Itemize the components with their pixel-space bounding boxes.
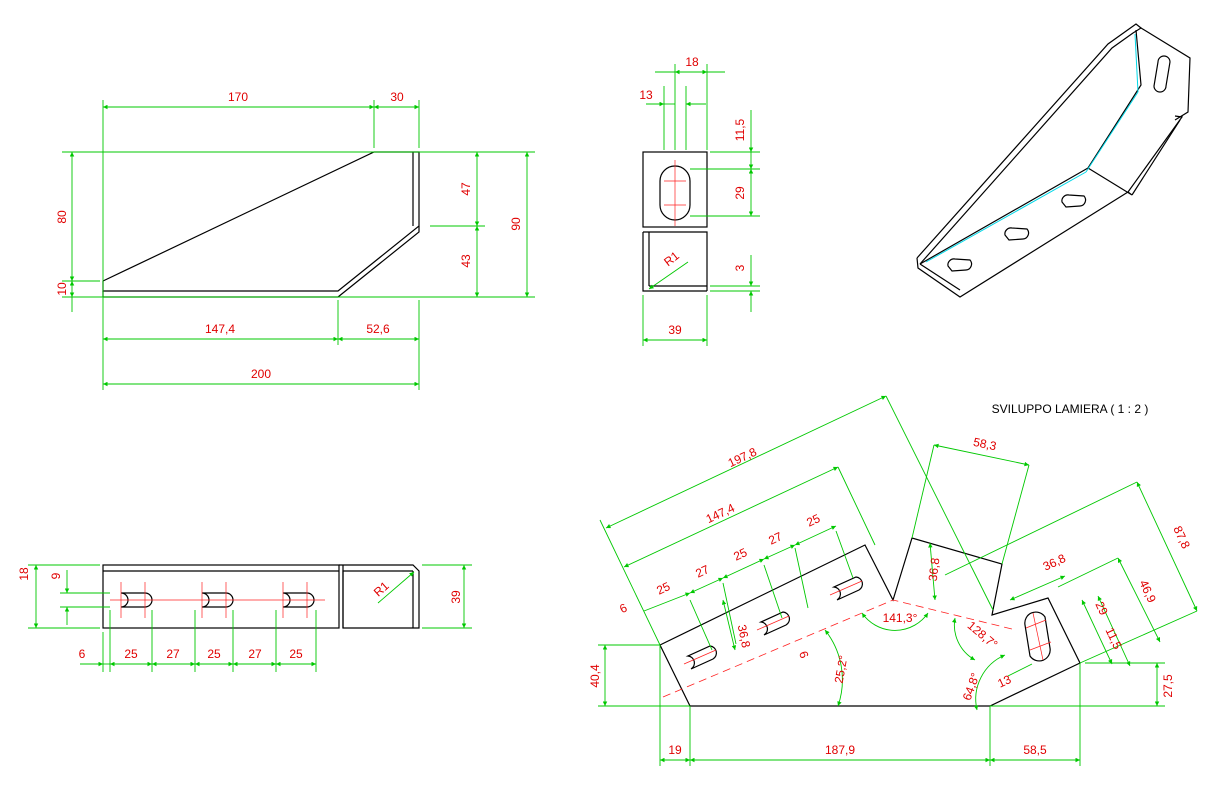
dim-25: 25	[124, 647, 138, 661]
dim-27: 27	[766, 529, 784, 547]
radius-r1: R1	[371, 578, 392, 599]
side-view-centerlines	[664, 160, 686, 226]
dim-40-4: 40,4	[588, 664, 602, 688]
dim-197-8: 197,8	[726, 445, 759, 471]
isometric-view	[916, 23, 1191, 298]
dim-19: 19	[668, 743, 682, 757]
angle-141-3: 141,3°	[883, 611, 918, 625]
dim-25: 25	[207, 647, 221, 661]
dim-58-3: 58,3	[972, 435, 998, 454]
dim-36-8: 36,8	[1041, 551, 1068, 574]
bottom-view: 18 9 6 25 27 25 27 25 39 R1	[17, 564, 472, 672]
dim-9: 9	[49, 572, 63, 579]
dim-39: 39	[449, 590, 463, 604]
dim-36-8: 36,8	[735, 623, 754, 649]
side-view: 18 13 11,5 29 3 39 R1	[639, 55, 760, 346]
flat-pattern: 197,8 147,4 58,3 87,8 46,9 36,8 36,8 36,…	[588, 395, 1198, 766]
dim-18: 18	[685, 55, 699, 69]
dim-87-8: 87,8	[1170, 524, 1193, 551]
angle-25-2: 25,2°	[832, 654, 851, 684]
dim-25: 25	[731, 545, 749, 563]
dim-3: 3	[733, 264, 747, 271]
isometric-outline	[916, 23, 1191, 298]
dim-43: 43	[459, 254, 473, 268]
dim-27: 27	[166, 647, 180, 661]
dim-13: 13	[639, 88, 653, 102]
isometric-bend-lines	[925, 33, 1139, 263]
angle-64-8: 64,8°	[960, 671, 983, 702]
angle-128-7: 128,7°	[965, 618, 1001, 651]
bottom-view-dimensions	[28, 564, 472, 672]
flat-pattern-dimensions	[598, 395, 1198, 766]
flat-pattern-outline	[659, 537, 1081, 707]
dim-58-5: 58,5	[1023, 743, 1047, 757]
dim-147-4: 147,4	[205, 322, 235, 336]
dim-10: 10	[55, 282, 69, 296]
dim-6: 6	[796, 649, 812, 660]
dim-47: 47	[459, 182, 473, 196]
side-view-outline	[642, 151, 708, 292]
dim-27: 27	[248, 647, 262, 661]
dim-25: 25	[654, 579, 672, 597]
radius-r1: R1	[661, 248, 682, 269]
dim-90: 90	[509, 217, 523, 231]
dim-36-8: 36,8	[926, 557, 943, 582]
flat-pattern-title: SVILUPPO LAMIERA ( 1 : 2 )	[992, 402, 1149, 416]
bottom-view-centerlines	[110, 582, 325, 618]
front-view: 170 30 80 10 47 43 90 147,4 52,6 200	[55, 90, 535, 390]
dim-25: 25	[804, 511, 822, 529]
flat-pattern-centerlines	[683, 580, 1052, 665]
dim-52-6: 52,6	[366, 322, 390, 336]
dim-6: 6	[79, 647, 86, 661]
bottom-view-outline	[102, 564, 420, 629]
dim-27-5: 27,5	[1161, 674, 1175, 698]
front-view-outline	[102, 151, 420, 298]
dim-27: 27	[693, 562, 711, 580]
dim-6: 6	[617, 600, 629, 616]
dim-13: 13	[995, 672, 1013, 690]
dim-187-9: 187,9	[825, 743, 855, 757]
dim-29: 29	[733, 186, 747, 200]
dim-18: 18	[17, 567, 31, 581]
dim-80: 80	[55, 210, 69, 224]
dim-200: 200	[251, 367, 271, 381]
side-view-dimensions	[642, 64, 760, 346]
dim-25: 25	[289, 647, 303, 661]
dim-11-5: 11,5	[733, 118, 747, 141]
dim-30: 30	[390, 90, 404, 104]
dim-29: 29	[1092, 599, 1110, 617]
flat-pattern-bend-lines	[662, 599, 1017, 698]
dim-170: 170	[228, 90, 248, 104]
dim-39: 39	[668, 323, 682, 337]
front-view-dimensions	[62, 100, 535, 390]
